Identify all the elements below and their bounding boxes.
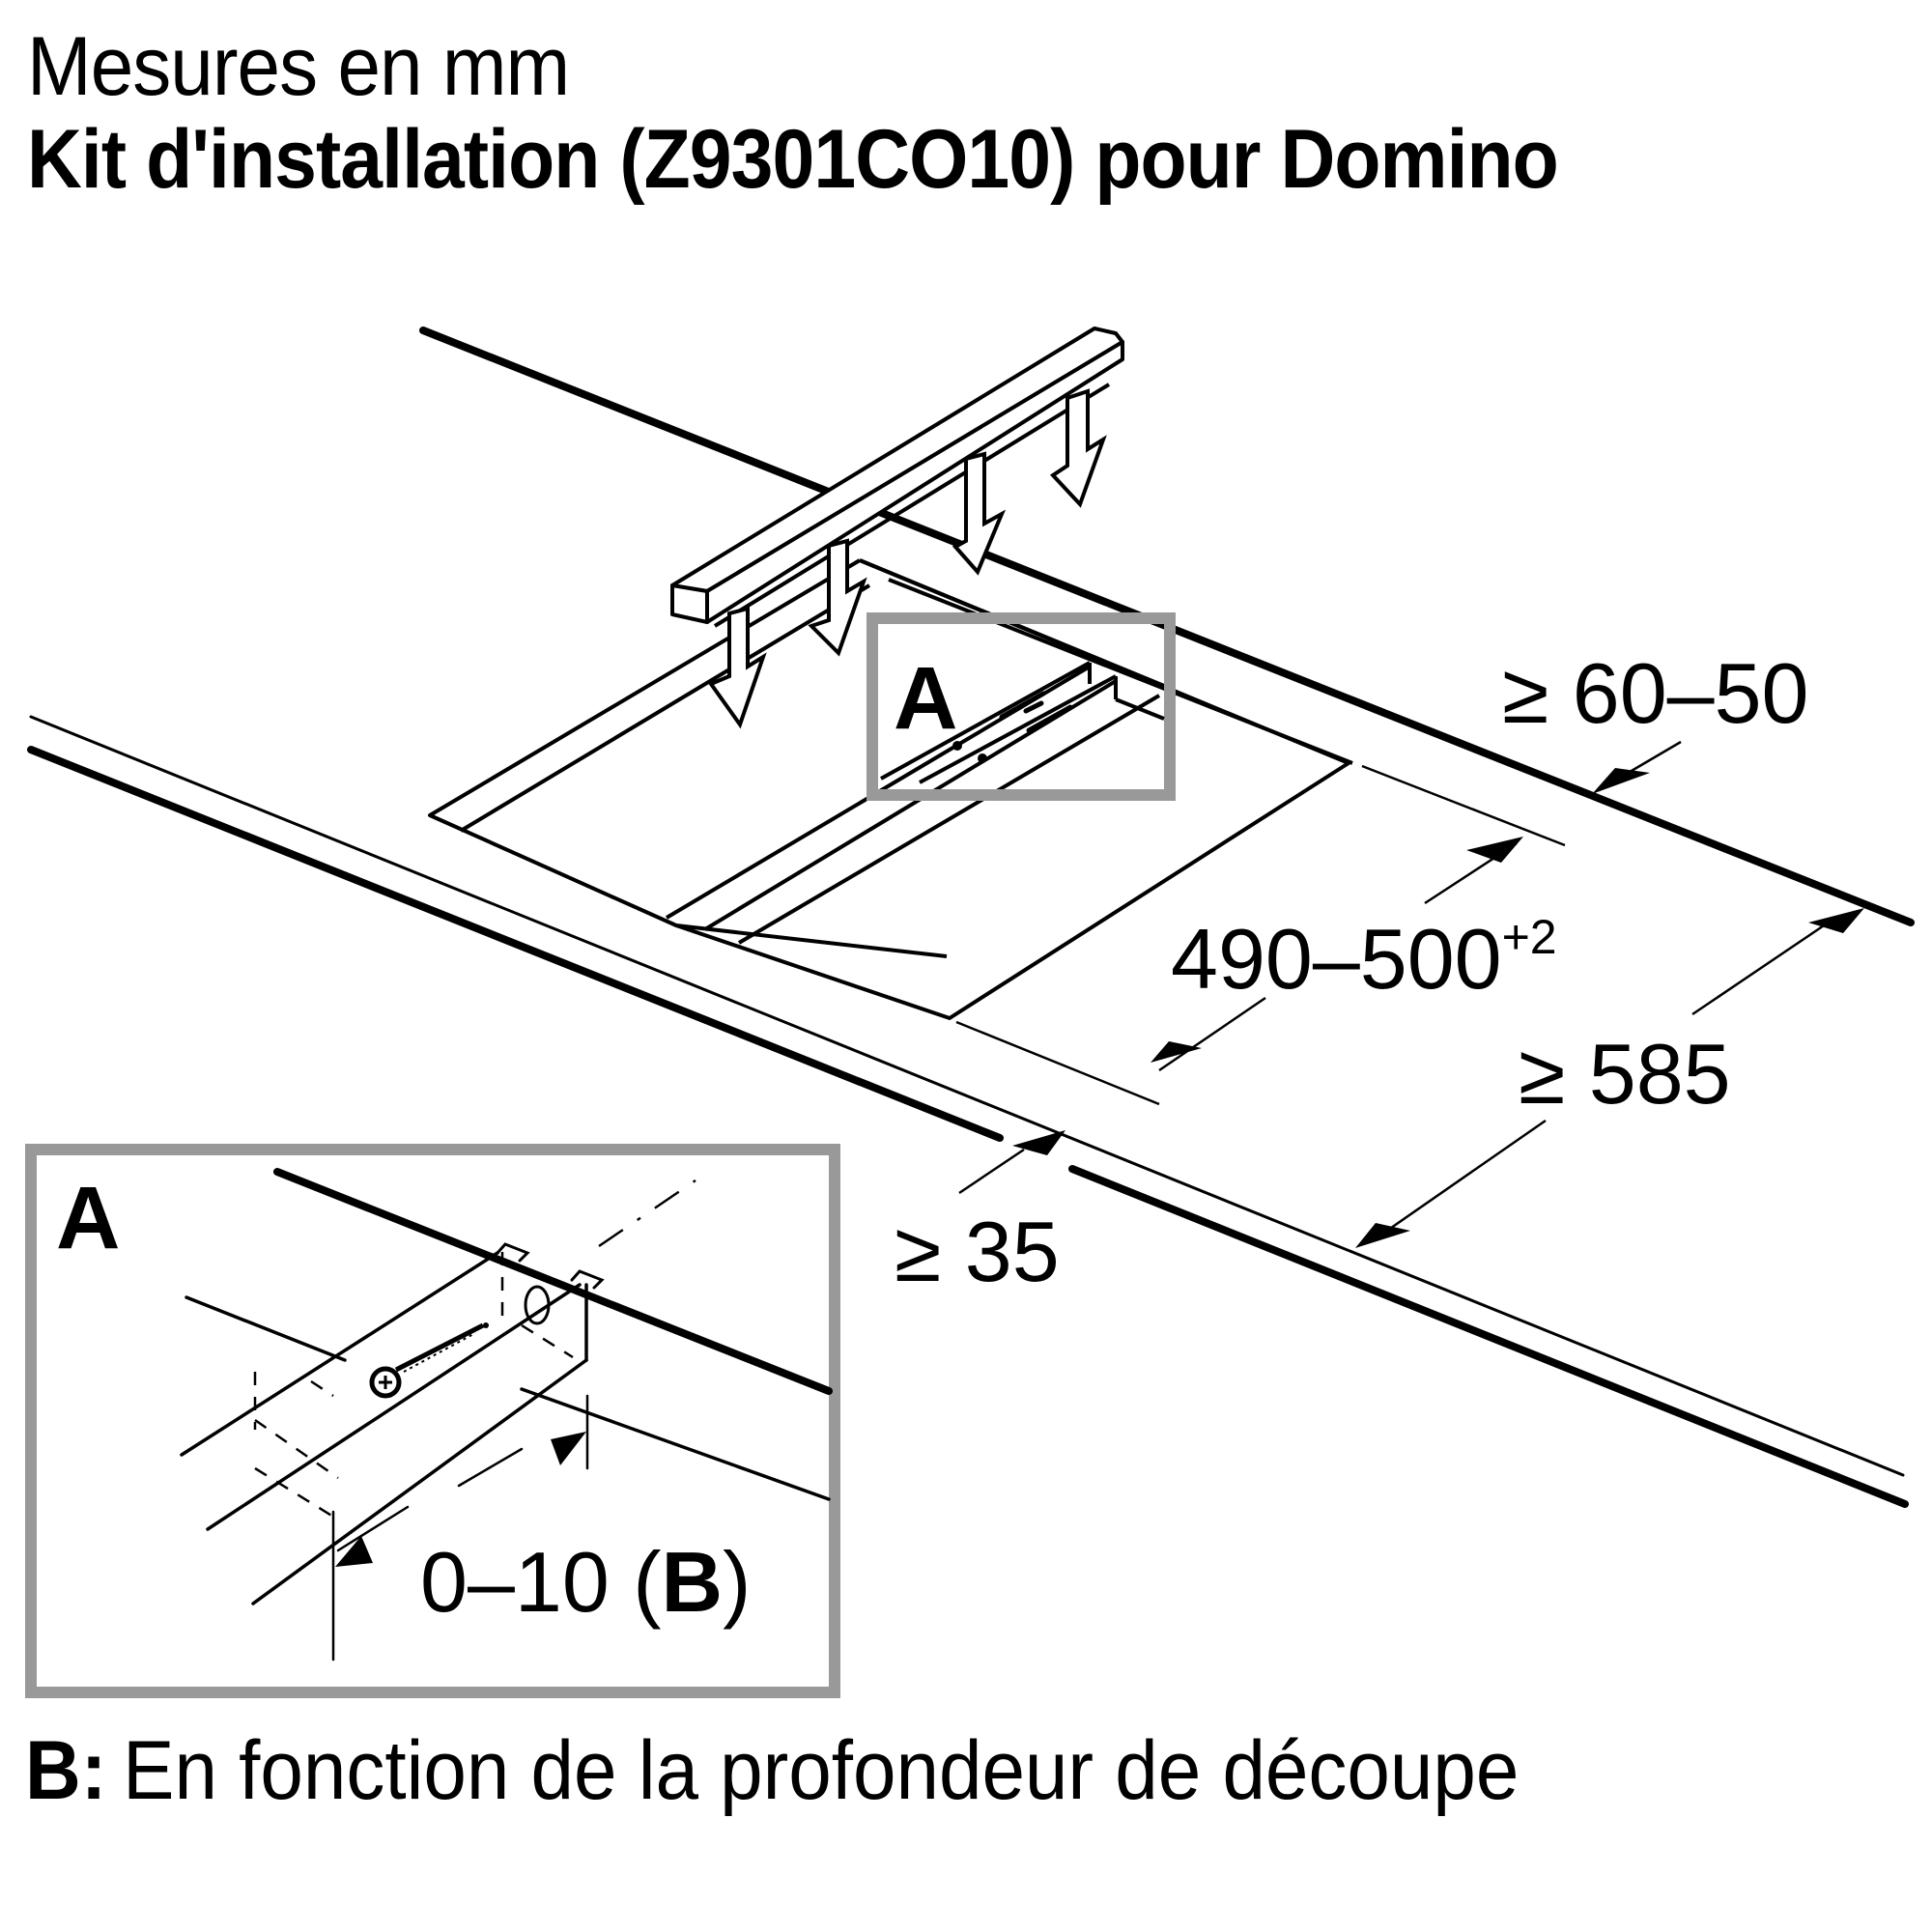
installation-bar xyxy=(670,327,1124,628)
bar-lower-edge xyxy=(713,383,1111,628)
callout-a-frame xyxy=(867,612,1176,801)
dimension-cutout-depth-value: 490–500 xyxy=(1171,911,1502,1007)
units-label: Mesures en mm xyxy=(27,20,570,113)
cutout-rail-c xyxy=(737,694,1161,945)
footnote-text: En fonction de la profondeur de découpe xyxy=(123,1724,1520,1817)
detail-adjustment-range: 0–10 xyxy=(420,1534,610,1630)
dimension-rear-clearance: ≥ 60–50 xyxy=(1502,645,1808,741)
placement-arrows xyxy=(707,388,1107,729)
detail-adjustment-close: ) xyxy=(723,1534,751,1630)
footnote-key: B: xyxy=(25,1724,107,1817)
detail-worktop-edge xyxy=(273,1168,833,1395)
cutout-top-edge-2 xyxy=(888,578,1353,765)
dimension-lines xyxy=(955,740,1836,1243)
footnote: B:En fonction de la profondeur de découp… xyxy=(25,1729,1519,1812)
dimension-arrowheads xyxy=(1012,768,1864,1248)
detail-adjustment-key: B xyxy=(662,1534,724,1630)
detail-adjustment-label: 0–10 (B) xyxy=(420,1534,751,1630)
worktop-front-edge-thick-left xyxy=(27,746,1004,1142)
screw-icon xyxy=(369,1322,489,1399)
dimension-cutout-depth-tolerance: +2 xyxy=(1502,910,1557,964)
dimension-cutout-depth: 490–500+2 xyxy=(1171,910,1557,1007)
detail-adjustment-open: ( xyxy=(633,1534,661,1630)
down-arrow-icon xyxy=(707,606,767,729)
callout-a: A xyxy=(867,612,1176,801)
down-arrow-icon xyxy=(808,538,867,657)
dimension-worktop-depth: ≥ 585 xyxy=(1519,1026,1731,1122)
callout-a-label: A xyxy=(894,649,957,748)
down-arrow-icon xyxy=(952,451,1007,576)
detail-arrowhead-right xyxy=(551,1432,586,1465)
worktop-front-edge-thick-right xyxy=(1068,1165,1909,1508)
detail-arrowhead-left xyxy=(335,1536,373,1567)
worktop-front-edge-thin xyxy=(29,715,1905,1477)
bar-end-face xyxy=(670,583,709,624)
dimension-front-edge-clearance: ≥ 35 xyxy=(895,1204,1060,1299)
detail-a-label: A xyxy=(56,1169,120,1267)
detail-a-frame xyxy=(25,1144,840,1698)
dimension-labels: ≥ 60–50 490–500+2 ≥ 585 ≥ 35 xyxy=(895,645,1808,1299)
down-arrow-icon xyxy=(1049,388,1107,508)
cutout-left-inner xyxy=(459,583,871,833)
page-title: Kit d'installation (Z9301CO10) pour Domi… xyxy=(27,113,1559,206)
detail-a-inset: A xyxy=(25,1144,840,1698)
cutout-left-outline xyxy=(428,558,948,958)
